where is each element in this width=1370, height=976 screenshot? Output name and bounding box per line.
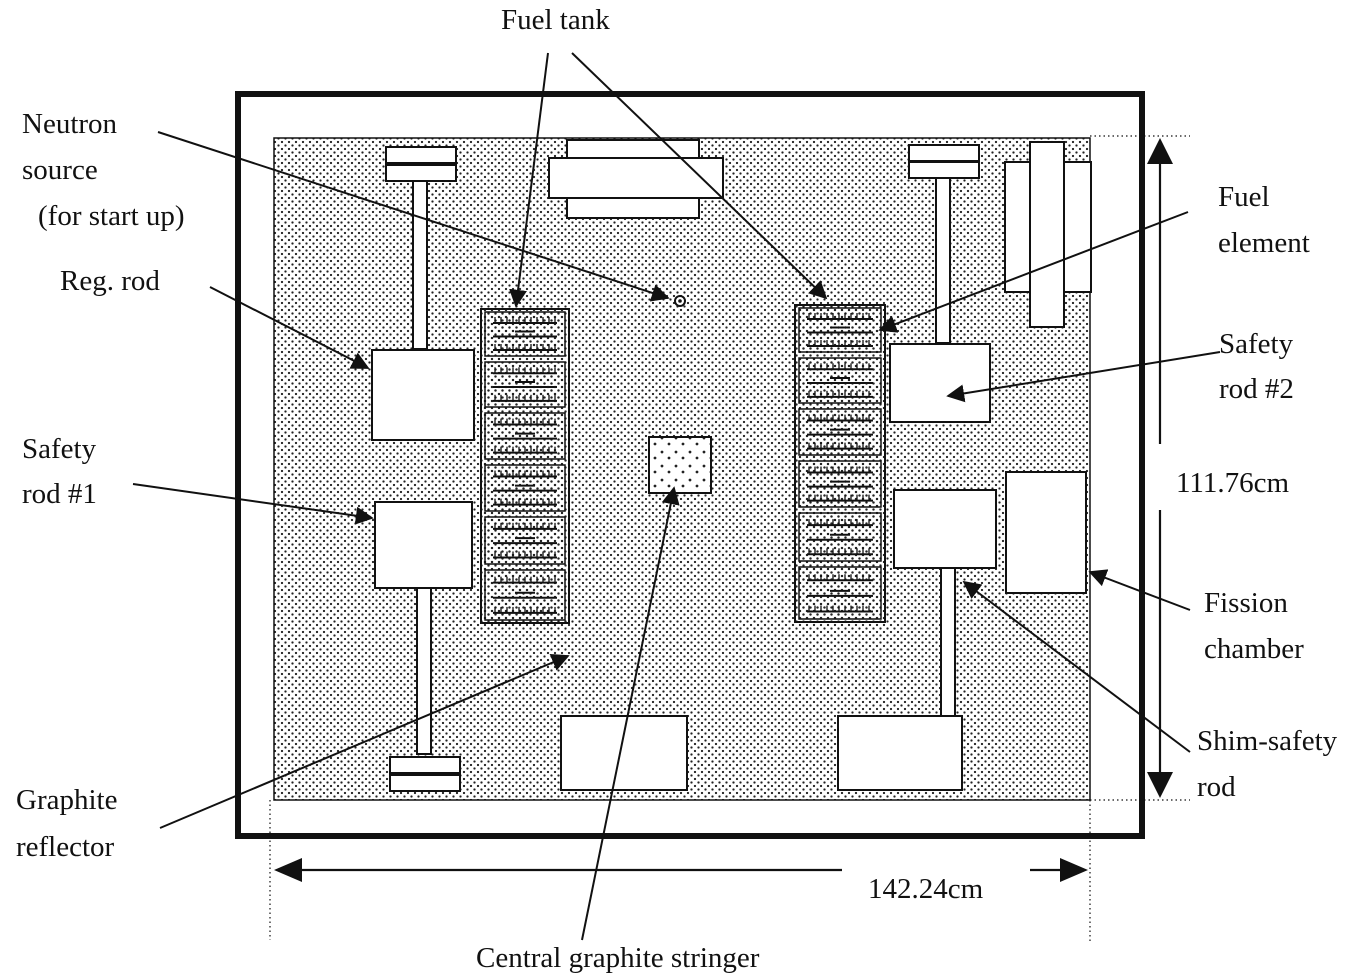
width-dimension: [269, 800, 1091, 944]
arrow-central-stringer: [581, 486, 680, 941]
safety-rod-2-box: [889, 343, 991, 423]
label-fuel-tank: Fuel tank: [501, 4, 610, 36]
height-dimension: [1090, 135, 1190, 801]
shim-safety-rod-box: [893, 489, 997, 569]
label-safety2-line2: rod #2: [1219, 373, 1294, 405]
top-right-assembly: [1004, 141, 1092, 328]
label-reg-rod: Reg. rod: [60, 265, 160, 297]
label-graphite-line2: reflector: [16, 831, 115, 863]
label-fission-line2: chamber: [1204, 633, 1304, 665]
fuel-right-element-3: [798, 408, 882, 456]
label-central-stringer: Central graphite stringer: [476, 942, 760, 974]
leader-arrows: [132, 52, 1221, 941]
label-fuel-element-line1: Fuel: [1218, 181, 1270, 213]
label-width-dimension: 142.24cm: [868, 873, 984, 905]
arrow-fuel-element: [878, 211, 1189, 333]
label-neutron-line3: (for start up): [38, 200, 185, 232]
fuel-right-element-6: [798, 566, 882, 620]
fuel-column-left: [480, 308, 570, 624]
fuel-right-element-1: [798, 307, 882, 353]
arrow-reg-rod: [209, 286, 370, 369]
label-safety1-line2: rod #1: [22, 478, 97, 510]
tank-outer-wall: [235, 91, 1145, 839]
label-fission-line1: Fission: [1204, 587, 1288, 619]
arrow-graphite-reflector: [159, 653, 570, 829]
fission-chamber-box: [1005, 471, 1087, 594]
arrow-safety-rod-2: [946, 351, 1221, 403]
arrow-fission-chamber: [1088, 569, 1191, 611]
arrow-fuel-tank-right: [571, 52, 828, 300]
safety-rod-2-assembly: [889, 144, 991, 423]
label-shim-line1: Shim-safety: [1197, 725, 1338, 757]
bottom-left-box: [560, 715, 688, 791]
arrow-neutron-source: [157, 131, 670, 302]
shim-safety-rod-assembly: [837, 489, 997, 791]
label-shim-line2: rod: [1197, 771, 1236, 803]
fuel-right-element-5: [798, 512, 882, 562]
label-safety2-line1: Safety: [1219, 328, 1294, 360]
label-graphite-line1: Graphite: [16, 784, 117, 816]
label-fuel-element-line2: element: [1218, 227, 1310, 259]
arrow-fuel-tank-left: [509, 52, 549, 308]
safety-rod-1-box: [374, 501, 473, 589]
reg-rod-assembly: [371, 146, 475, 441]
safety-rod-1-assembly: [374, 501, 473, 792]
reg-rod-box: [371, 349, 475, 441]
arrow-shim-safety-rod: [962, 580, 1191, 753]
label-height-dimension: 111.76cm: [1176, 467, 1289, 499]
fuel-right-element-4: [798, 460, 882, 508]
fuel-right-element-2: [798, 357, 882, 404]
label-safety1-line1: Safety: [22, 433, 97, 465]
arrow-safety-rod-1: [132, 483, 374, 525]
top-center-assembly: [548, 139, 724, 219]
label-neutron-line2: source: [22, 154, 98, 186]
fuel-column-right: [794, 304, 886, 623]
label-neutron-line1: Neutron: [22, 108, 118, 140]
